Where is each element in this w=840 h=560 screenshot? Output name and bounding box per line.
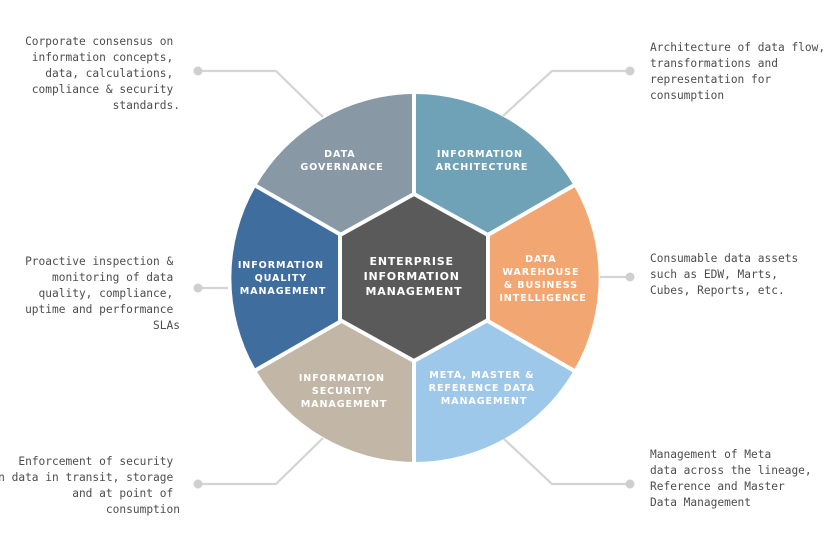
connector-dot-information-security [193, 479, 203, 489]
connector-dot-data-governance [193, 66, 203, 76]
center-hexagon [338, 191, 490, 364]
segment-label-information-security: INFORMATION SECURITY MANAGEMENT [299, 373, 389, 410]
segment-information-quality [231, 186, 342, 370]
center-label: ENTERPRISE INFORMATION MANAGEMENT [364, 255, 465, 298]
segment-information-security [256, 320, 414, 462]
connector-dot-information-architecture [625, 66, 635, 76]
segment-information-architecture [415, 94, 574, 236]
connector-meta-master-reference [502, 437, 630, 486]
segment-ring [231, 94, 599, 462]
segment-label-meta-master-reference: META, MASTER & REFERENCE DATA MANAGEMENT [429, 370, 540, 407]
description-information-architecture: Architecture of data flow, transformatio… [650, 41, 832, 102]
connector-dot-information-quality [193, 283, 203, 293]
descriptions: Architecture of data flow, transformatio… [0, 35, 832, 516]
connector-data-governance [198, 69, 324, 118]
segment-label-information-architecture: INFORMATION ARCHITECTURE [436, 149, 529, 173]
segment-dividers [243, 80, 586, 476]
description-data-governance: Corporate consensus on information conce… [25, 35, 180, 112]
description-meta-master-reference: Management of Meta data across the linea… [650, 448, 818, 509]
description-information-quality: Proactive inspection & monitoring of dat… [25, 255, 180, 332]
segment-meta-master-reference [415, 320, 574, 462]
description-information-security: Enforcement of security on data in trans… [0, 455, 180, 516]
connector-dot-meta-master-reference [625, 479, 635, 489]
connector-dot-data-warehouse [625, 272, 635, 282]
segment-data-warehouse [487, 186, 599, 370]
segment-data-governance [256, 94, 414, 236]
connector-lines [193, 66, 635, 489]
segment-label-data-warehouse: DATA WAREHOUSE & BUSINESS INTELLIGENCE [499, 254, 586, 304]
segment-labels: INFORMATION ARCHITECTURE DATA WAREHOUSE … [238, 149, 586, 410]
segment-label-information-quality: INFORMATION QUALITY MANAGEMENT [238, 260, 328, 297]
connector-information-architecture [502, 69, 630, 117]
connector-information-security [198, 437, 324, 486]
description-data-warehouse: Consumable data assets such as EDW, Mart… [650, 252, 805, 297]
segment-label-data-governance: DATA GOVERNANCE [300, 149, 383, 173]
